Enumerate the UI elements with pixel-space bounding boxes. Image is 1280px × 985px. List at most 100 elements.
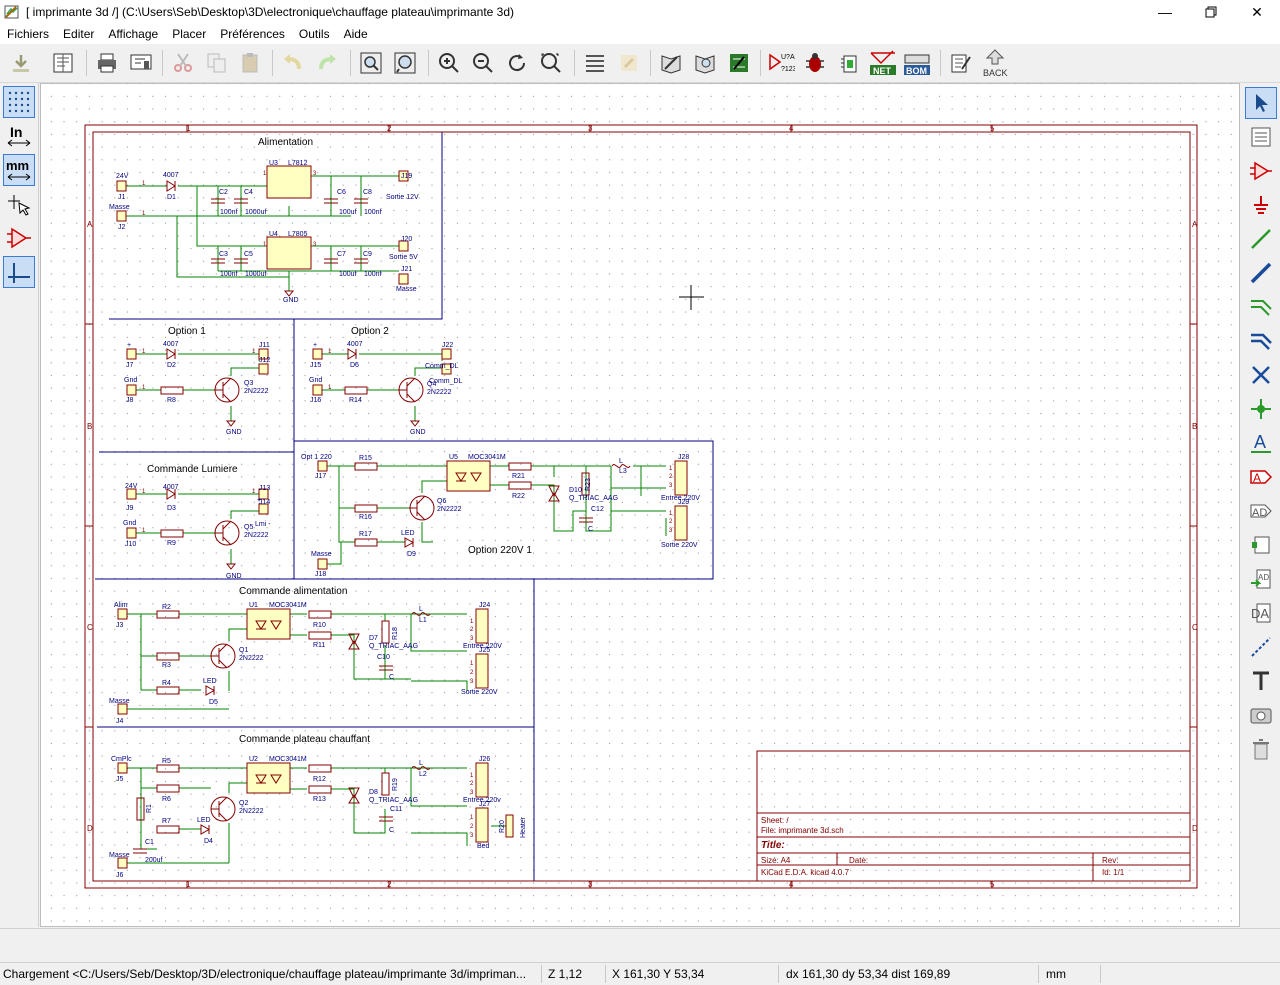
menu-outils[interactable]: Outils	[298, 27, 330, 41]
sheet-pin-icon[interactable]: DA	[1245, 597, 1277, 629]
svg-text:2: 2	[470, 670, 474, 676]
menu-affichage[interactable]: Affichage	[108, 27, 159, 41]
netlist-icon[interactable]: NET	[868, 48, 898, 78]
svg-text:Q1: Q1	[239, 647, 248, 654]
assign-footprints-icon[interactable]	[834, 48, 864, 78]
hierarchy-navigator-icon[interactable]	[580, 48, 610, 78]
place-bus-icon[interactable]	[1245, 257, 1277, 289]
zoom-fit-icon[interactable]	[536, 48, 566, 78]
select-arrow-icon[interactable]	[1245, 87, 1277, 119]
horizontal-vertical-wires-icon[interactable]	[3, 256, 35, 288]
svg-text:GND: GND	[226, 573, 242, 580]
u3-regulator	[266, 165, 312, 199]
svg-text:1000uf: 1000uf	[245, 209, 266, 216]
svg-text:J26: J26	[479, 756, 490, 763]
close-button[interactable]: ✕	[1251, 3, 1263, 20]
undo-icon[interactable]	[278, 48, 308, 78]
svg-text:U4: U4	[269, 231, 278, 238]
wire-to-bus-entry-icon[interactable]	[1245, 291, 1277, 323]
frame-col-label: 5	[990, 124, 995, 133]
svg-text:D10: D10	[569, 487, 582, 494]
import-sheet-pin-icon[interactable]: AD	[1245, 563, 1277, 595]
svg-text:R17: R17	[359, 531, 372, 538]
leave-sheet-icon[interactable]	[614, 48, 644, 78]
new-sheet-icon[interactable]	[6, 48, 36, 78]
svg-text:Comm_DL: Comm_DL	[429, 378, 463, 385]
menu-fichiers[interactable]: Fichiers	[7, 27, 50, 41]
svg-text:100uf: 100uf	[339, 271, 357, 278]
svg-text:C9: C9	[363, 251, 372, 258]
highlight-net-icon[interactable]	[1245, 121, 1277, 153]
bom-icon[interactable]: BOM	[902, 48, 932, 78]
paste-icon[interactable]	[236, 48, 266, 78]
plot-icon[interactable]	[126, 48, 156, 78]
svg-text:MOC3041M: MOC3041M	[468, 454, 506, 461]
svg-text:J10: J10	[125, 541, 136, 548]
graphic-line-icon[interactable]	[1245, 631, 1277, 663]
find-replace-icon[interactable]	[390, 48, 420, 78]
net-label-icon[interactable]: A	[1245, 427, 1277, 459]
hierarchical-sheet-icon[interactable]	[1245, 529, 1277, 561]
left-toolbar: In mm	[0, 83, 39, 927]
zoom-in-icon[interactable]	[434, 48, 464, 78]
svg-text:Q6: Q6	[437, 498, 446, 505]
tb-kicad: KiCad E.D.A. kicad 4.0.7	[761, 868, 850, 877]
erc-icon[interactable]	[800, 48, 830, 78]
block-borders	[95, 132, 714, 881]
menu-preferences[interactable]: Préférences	[220, 27, 285, 41]
library-editor-icon[interactable]	[656, 48, 686, 78]
edit-fields-icon[interactable]	[946, 48, 976, 78]
svg-text:J29: J29	[678, 499, 689, 506]
redo-icon[interactable]	[312, 48, 342, 78]
svg-text:Q5: Q5	[244, 524, 253, 531]
svg-text:Q3: Q3	[244, 380, 253, 387]
annotate-icon[interactable]: U?A?123	[766, 48, 796, 78]
global-label-icon[interactable]: A	[1245, 461, 1277, 493]
status-bar: Chargement <C:/Users/Seb/Desktop/3D/elec…	[0, 962, 1280, 985]
copy-icon[interactable]	[202, 48, 232, 78]
svg-text:100nf: 100nf	[220, 209, 238, 216]
zoom-out-icon[interactable]	[468, 48, 498, 78]
place-wire-icon[interactable]	[1245, 223, 1277, 255]
svg-text:J25: J25	[479, 647, 490, 654]
graphic-text-icon[interactable]	[1245, 665, 1277, 697]
svg-text:2: 2	[470, 781, 474, 787]
redraw-icon[interactable]	[502, 48, 532, 78]
menu-editer[interactable]: Editer	[63, 27, 95, 41]
o220-components	[317, 460, 688, 570]
no-connect-icon[interactable]	[1245, 359, 1277, 391]
pcbnew-icon[interactable]	[724, 48, 754, 78]
library-browser-icon[interactable]	[690, 48, 720, 78]
delete-trash-icon[interactable]	[1245, 733, 1277, 765]
units-mm-button[interactable]: mm	[3, 154, 35, 186]
place-component-icon[interactable]	[1245, 155, 1277, 187]
hierarchical-label-icon[interactable]: AD	[1245, 495, 1277, 527]
grid-toggle-icon[interactable]	[3, 86, 35, 118]
restore-button[interactable]	[1188, 0, 1234, 24]
cut-icon[interactable]	[168, 48, 198, 78]
svg-text:1: 1	[142, 211, 146, 217]
print-icon[interactable]	[92, 48, 122, 78]
j27-connector	[475, 807, 489, 843]
menu-bar: Fichiers Editer Affichage Placer Préfére…	[0, 24, 1280, 44]
minimize-button[interactable]: —	[1158, 4, 1172, 20]
page-settings-icon[interactable]	[48, 48, 78, 78]
schematic-canvas[interactable]: 1 2 3 4 5 1 2 3 4 5 A B C D A B C D Alim…	[40, 83, 1240, 927]
svg-text:BACK: BACK	[983, 68, 1008, 78]
svg-text:CmPlc: CmPlc	[111, 756, 132, 763]
place-power-icon[interactable]	[1245, 189, 1277, 221]
back-annotate-icon[interactable]: BACK	[980, 48, 1010, 78]
svg-text:D5: D5	[209, 699, 218, 706]
find-icon[interactable]	[356, 48, 386, 78]
junction-icon[interactable]	[1245, 393, 1277, 425]
units-inch-button[interactable]: In	[3, 120, 35, 152]
menu-aide[interactable]: Aide	[343, 27, 368, 41]
cursor-shape-icon[interactable]	[3, 188, 35, 220]
svg-text:1: 1	[142, 385, 146, 391]
hidden-pins-icon[interactable]	[3, 222, 35, 254]
bus-to-bus-entry-icon[interactable]	[1245, 325, 1277, 357]
add-image-icon[interactable]	[1245, 699, 1277, 731]
menu-placer[interactable]: Placer	[172, 27, 207, 41]
svg-text:R23: R23	[585, 478, 592, 491]
block-title: Commande plateau chauffant	[239, 734, 370, 745]
